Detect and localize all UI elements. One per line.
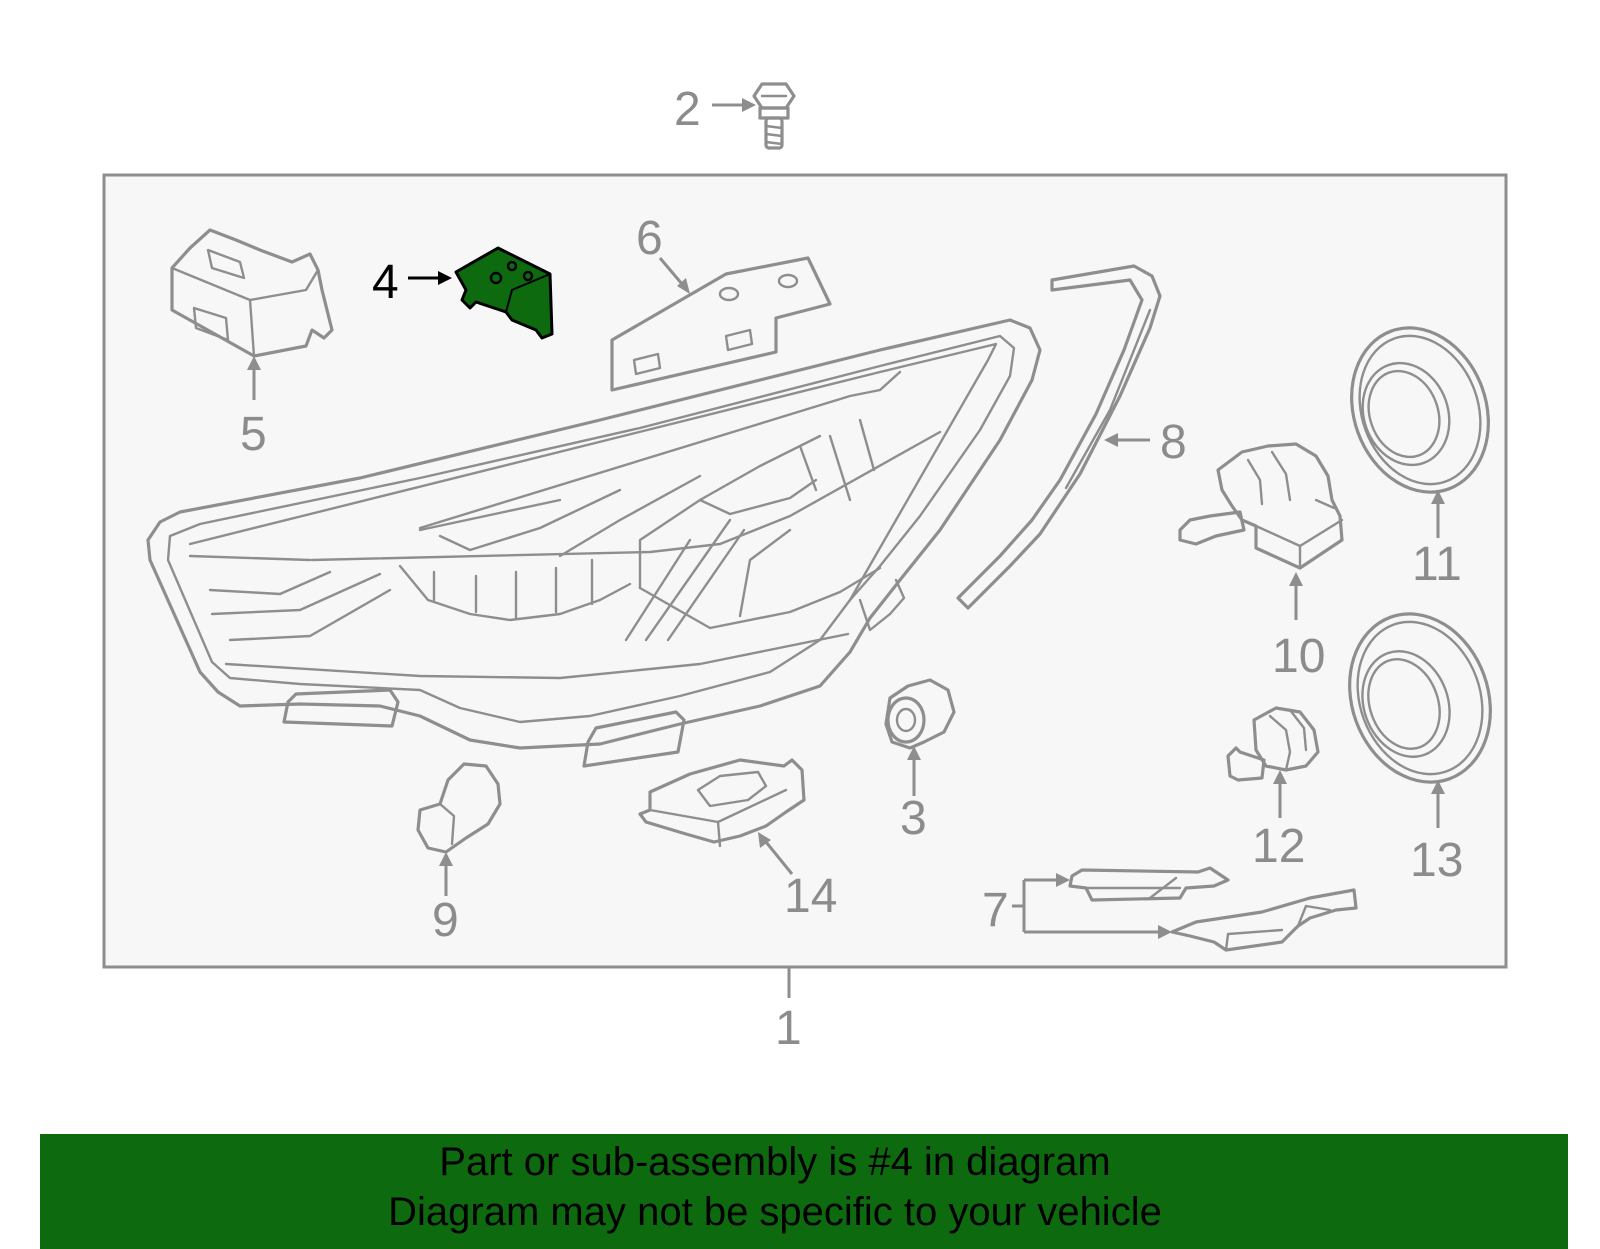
- callout-4: 4: [372, 256, 399, 309]
- leader-2-arrow: [742, 98, 756, 112]
- part-13-cap[interactable]: [1327, 594, 1514, 802]
- callout-5: 5: [240, 408, 267, 461]
- callout-13: 13: [1410, 834, 1463, 887]
- callout-1: 1: [775, 1002, 802, 1055]
- leader-9-arrow: [439, 852, 453, 866]
- callout-11: 11: [1412, 538, 1462, 591]
- part-4-bracket-highlighted[interactable]: [454, 246, 554, 340]
- assembly-panel: [102, 173, 1508, 969]
- leader-14-arrow: [758, 832, 771, 848]
- part-14-control-module[interactable]: [638, 758, 806, 848]
- part-6-mounting-plate[interactable]: [610, 256, 832, 392]
- callout-12: 12: [1252, 820, 1305, 873]
- leader-5-arrow: [247, 356, 261, 370]
- leader-7: [1012, 878, 1160, 934]
- part-1-headlamp-assembly[interactable]: [146, 318, 1042, 768]
- callout-14: 14: [784, 870, 837, 923]
- callout-8: 8: [1160, 416, 1187, 469]
- callout-6: 6: [636, 212, 663, 265]
- leader-11-arrow: [1431, 490, 1445, 504]
- leader-12-arrow: [1273, 770, 1287, 784]
- callout-9: 9: [432, 894, 459, 947]
- part-10-bulb-socket[interactable]: [1178, 442, 1344, 570]
- callout-2: 2: [674, 83, 701, 136]
- callout-10: 10: [1272, 630, 1325, 683]
- leader-8-arrow: [1104, 433, 1118, 447]
- part-2-bolt[interactable]: [752, 82, 796, 150]
- leader-7-arrow-bottom: [1158, 925, 1172, 939]
- part-3-bushing[interactable]: [884, 678, 956, 750]
- leader-4-arrow: [438, 271, 452, 285]
- leader-6: [658, 257, 684, 285]
- part-12-small-bulb[interactable]: [1226, 706, 1320, 782]
- leader-6-arrow: [677, 278, 690, 294]
- part-9-elbow-connector[interactable]: [416, 762, 502, 854]
- callout-7: 7: [982, 884, 1009, 937]
- leader-14: [764, 841, 794, 875]
- part-8-seal-strip[interactable]: [956, 264, 1162, 610]
- leader-10-arrow: [1289, 572, 1303, 586]
- leader-7-arrow-top: [1056, 873, 1070, 887]
- leader-3-arrow: [907, 746, 921, 760]
- leader-13-arrow: [1431, 780, 1445, 794]
- part-11-cap[interactable]: [1329, 308, 1510, 511]
- part-7-trim-pieces[interactable]: [1068, 866, 1358, 952]
- callout-3: 3: [900, 792, 927, 845]
- info-banner: Part or sub-assembly is #4 in diagram Di…: [40, 1134, 1568, 1249]
- part-5-housing-bracket[interactable]: [170, 228, 334, 358]
- banner-line-2: Diagram may not be specific to your vehi…: [388, 1190, 1162, 1234]
- banner-line-1: Part or sub-assembly is #4 in diagram: [439, 1140, 1111, 1184]
